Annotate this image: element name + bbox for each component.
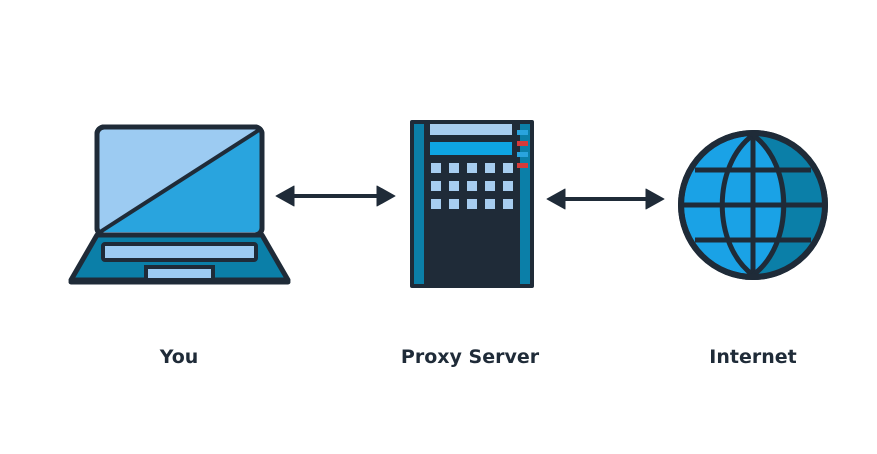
globe-icon	[678, 130, 828, 280]
bidirectional-arrow-proxy-internet	[546, 188, 665, 210]
label-you: You	[159, 346, 199, 368]
label-internet: Internet	[709, 346, 797, 368]
laptop-icon	[68, 124, 291, 285]
server-icon	[410, 120, 534, 288]
server-button-grid	[431, 163, 513, 209]
bidirectional-arrow-you-proxy	[275, 185, 396, 207]
label-proxy-server: Proxy Server	[400, 346, 540, 368]
